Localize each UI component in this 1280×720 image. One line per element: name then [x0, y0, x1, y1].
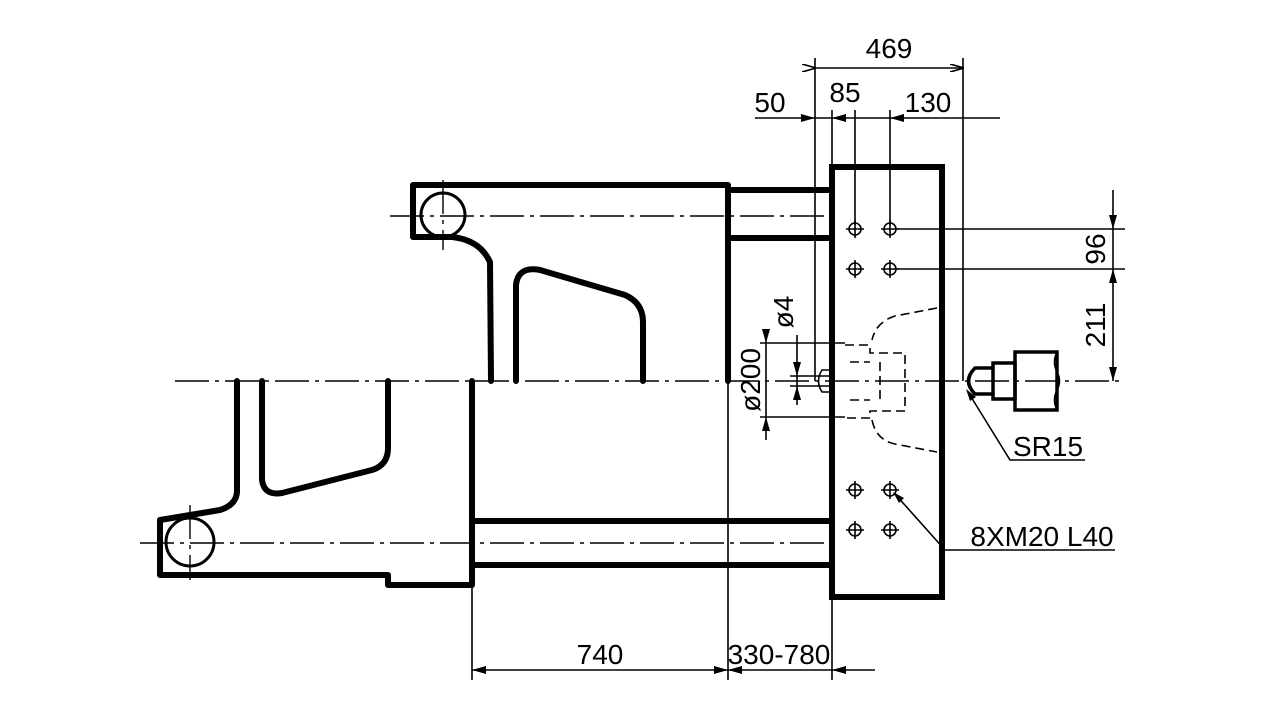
nozzle-tip [966, 366, 995, 396]
dim-label-dia4: ø4 [768, 296, 799, 329]
arrow-330-left [728, 666, 742, 674]
dim-label-330-780: 330-780 [728, 639, 831, 670]
upper-toggle-body [410, 182, 731, 384]
arrow-50 [801, 114, 815, 122]
bolt-hole [846, 260, 864, 278]
arrow-96-bottom [1109, 269, 1117, 283]
arrow-bolts [893, 492, 904, 503]
dim-label-50: 50 [754, 87, 785, 118]
upper-body-outline [410, 182, 731, 384]
hidden-features [817, 307, 938, 453]
dim-label-sr15: SR15 [1013, 431, 1083, 462]
bolt-hole [846, 521, 864, 539]
dim-label-130: 130 [905, 87, 952, 118]
locating-ring-hidden [871, 307, 938, 453]
arrow-85 [832, 114, 846, 122]
arrow-740-right [714, 666, 728, 674]
dim-label-dia200: ø200 [735, 348, 766, 412]
dim-label-85: 85 [829, 77, 860, 108]
extension-lines-bottom [471, 381, 833, 680]
lower-toggle-body [157, 378, 475, 588]
platen [829, 164, 945, 600]
dim-label-211: 211 [1080, 303, 1111, 348]
extension-lines-right [898, 228, 1125, 270]
arrow-211-bottom [1109, 367, 1117, 381]
dimension-lines [471, 58, 1125, 680]
extension-lines-200 [760, 342, 845, 418]
nozzle-heater [1013, 350, 1059, 412]
upper-tie-bar [725, 187, 835, 241]
arrow-740-left [472, 666, 486, 674]
arrow-330-right [832, 666, 846, 674]
bolt-hole [881, 521, 899, 539]
dimension-labels: 469 50 85 130 96 211 ø4 ø200 740 330-780… [577, 33, 1114, 670]
arrow-96-top [1109, 215, 1117, 229]
leader-bolts [894, 493, 1115, 551]
lower-rib [259, 378, 391, 497]
upper-rib [513, 266, 646, 384]
upper-pin-circle [419, 191, 467, 239]
bolt-hole [846, 481, 864, 499]
bolt-hole [881, 481, 899, 499]
bolt-hole [881, 260, 899, 278]
lower-pin-circle [164, 516, 216, 568]
lower-body-outline [157, 378, 475, 588]
nozzle [966, 350, 1061, 412]
nozzle-break-line [1053, 351, 1061, 411]
extension-lines-top [814, 58, 964, 381]
arrow-200-top [762, 329, 770, 343]
tie-bars [469, 187, 835, 568]
arrow-4-bottom [793, 386, 801, 400]
dim-label-469: 469 [866, 33, 913, 64]
dim-label-bolts: 8XM20 L40 [970, 521, 1113, 552]
arrow-200-bottom [762, 417, 770, 431]
arrow-4-top [793, 362, 801, 376]
arrow-sr15 [966, 389, 976, 401]
dim-label-96: 96 [1080, 233, 1111, 264]
arrow-130 [890, 114, 904, 122]
ejector-rod [817, 369, 833, 393]
platen-outline [829, 164, 945, 600]
bolt-holes [846, 220, 899, 539]
dim-label-740: 740 [577, 639, 624, 670]
lower-tie-bar [469, 518, 835, 568]
ejector-inner-hidden [850, 361, 881, 401]
leader-sr15 [967, 391, 1085, 461]
